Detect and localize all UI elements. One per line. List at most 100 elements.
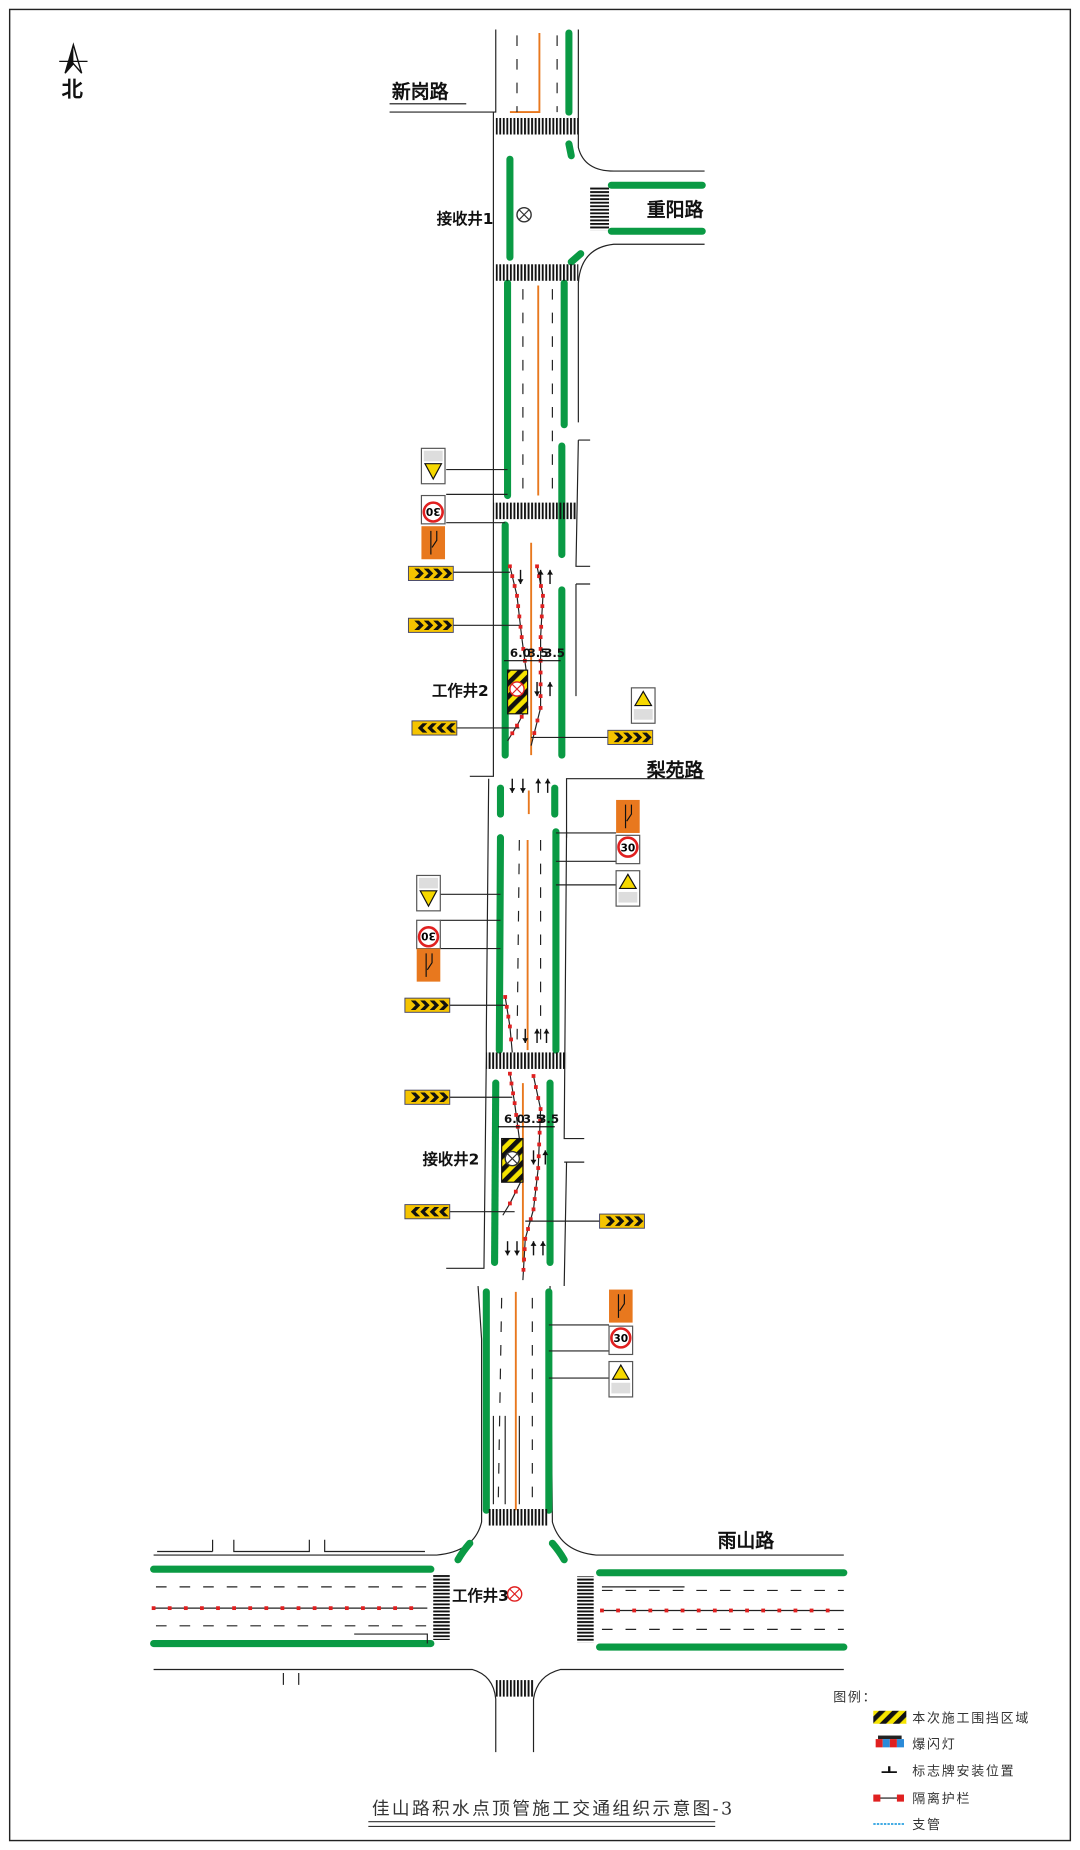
arrow-up-icon [547, 681, 553, 697]
barrier-post [825, 1608, 830, 1613]
barrier-post [344, 1606, 349, 1611]
barrier-post [648, 1608, 653, 1613]
well-label-receive2: 接收井2 [423, 1151, 480, 1169]
barrier-post [538, 635, 543, 640]
chevron-left-sign-icon [404, 1204, 451, 1220]
barrier-post [777, 1608, 782, 1613]
arrow-up-icon [540, 1241, 546, 1256]
arrow-up-icon [547, 569, 553, 585]
barrier-post [526, 1227, 530, 1231]
barrier-post [533, 1085, 538, 1089]
chevron-signs [404, 565, 654, 1229]
barrier-post [515, 723, 519, 728]
barrier-post [538, 647, 543, 651]
road-label-yushan: 雨山路 [718, 1529, 775, 1552]
lane-shift-sign-icon [616, 799, 640, 833]
barrier-post [232, 1606, 236, 1611]
barrier-post [712, 1608, 717, 1613]
barrier-post [519, 635, 524, 640]
arrow-up-icon [543, 1028, 550, 1043]
sign-position-icon [881, 1766, 897, 1774]
barrier-dots [151, 564, 830, 1613]
speed-limit-value: 30 [421, 930, 436, 943]
speed-limit-sign-icon: 30 [416, 919, 441, 950]
barrier-post [216, 1606, 220, 1611]
barrier-icon [873, 1794, 904, 1802]
barrier-post [508, 564, 512, 569]
arrow-up-icon [535, 778, 542, 793]
orange-lines [509, 33, 541, 1511]
dimension-label: 3.5 [538, 1112, 559, 1126]
barrier-post [729, 1608, 733, 1613]
barrier-post [535, 1176, 539, 1181]
sign-leader-lines [440, 468, 617, 1379]
well-label-work2: 工作井2 [432, 682, 489, 700]
arrow-down-icon [519, 778, 526, 793]
barrier-post [521, 647, 526, 651]
speed-limit-sign-icon: 30 [420, 494, 446, 525]
barrier-post [538, 682, 543, 687]
dimension-label: 3.5 [523, 1112, 544, 1126]
arrow-up-icon [537, 569, 544, 585]
well-marker-icon [506, 1586, 523, 1602]
dimension-label: 6.0 [510, 646, 531, 660]
barrier-post [537, 574, 541, 579]
barrier-post [518, 624, 523, 629]
barrier-post [533, 1186, 538, 1191]
barrier-post [696, 1608, 701, 1613]
barrier-post [536, 1154, 541, 1159]
barrier-post [538, 670, 543, 675]
barrier-post [793, 1608, 798, 1613]
barrier-post [632, 1608, 637, 1613]
barrier-post [516, 604, 521, 609]
barrier-post [522, 1247, 527, 1252]
barrier-post [536, 1096, 541, 1100]
barrier-post [745, 1608, 749, 1613]
road-label-liyuan: 梨苑路 [646, 758, 704, 781]
legend-title: 图例： [833, 1690, 877, 1705]
north-label: 北 [62, 78, 84, 103]
legend-label: 隔离护栏 [912, 1791, 971, 1807]
barrier-post [538, 1118, 543, 1123]
chevron-left-sign-icon [411, 720, 458, 736]
barrier-post [503, 995, 508, 999]
barrier-post [616, 1608, 620, 1613]
well-marker-icon [516, 206, 532, 223]
arrow-up-icon [542, 1150, 549, 1165]
barrier-post [513, 1189, 518, 1194]
barrier-post [537, 1130, 542, 1135]
barrier-post [510, 574, 515, 579]
barrier-post [167, 1606, 172, 1611]
barrier-post [680, 1608, 685, 1613]
lane-shift-sign-icon [416, 948, 441, 982]
legend-label: 标志牌安装位置 [912, 1764, 1015, 1780]
barrier-post [409, 1606, 414, 1611]
flash-light-icon [875, 1735, 904, 1748]
construction-warning-sign-icon [615, 870, 641, 907]
barrier-post [537, 1142, 542, 1147]
barrier-post [522, 1257, 526, 1262]
arrow-down-icon [514, 1241, 520, 1256]
road-label-xingang: 新岗路 [392, 80, 449, 103]
chevron-right-sign-icon [599, 1213, 645, 1229]
barrier-post [151, 1606, 156, 1611]
arrow-down-icon [522, 1028, 529, 1043]
barrier-post [523, 1236, 528, 1241]
crosswalks [433, 117, 610, 1697]
barrier-post [328, 1606, 333, 1611]
barrier-post [296, 1606, 301, 1611]
well-label-receive1: 接收井1 [437, 210, 494, 228]
barrier-post [761, 1608, 766, 1613]
speed-limit-value: 30 [621, 841, 636, 854]
barrier-post [504, 1004, 509, 1009]
arrow-up-icon [544, 778, 551, 793]
barrier-post [511, 1091, 515, 1096]
barrier-post [506, 1014, 511, 1019]
chevron-right-sign-icon [404, 1089, 451, 1105]
well-marker-icon [509, 681, 525, 697]
barrier-post [519, 714, 524, 719]
barrier-post [512, 584, 517, 588]
barrier-post [532, 731, 537, 735]
barrier-post [514, 1113, 519, 1117]
barrier-post [508, 1024, 512, 1029]
